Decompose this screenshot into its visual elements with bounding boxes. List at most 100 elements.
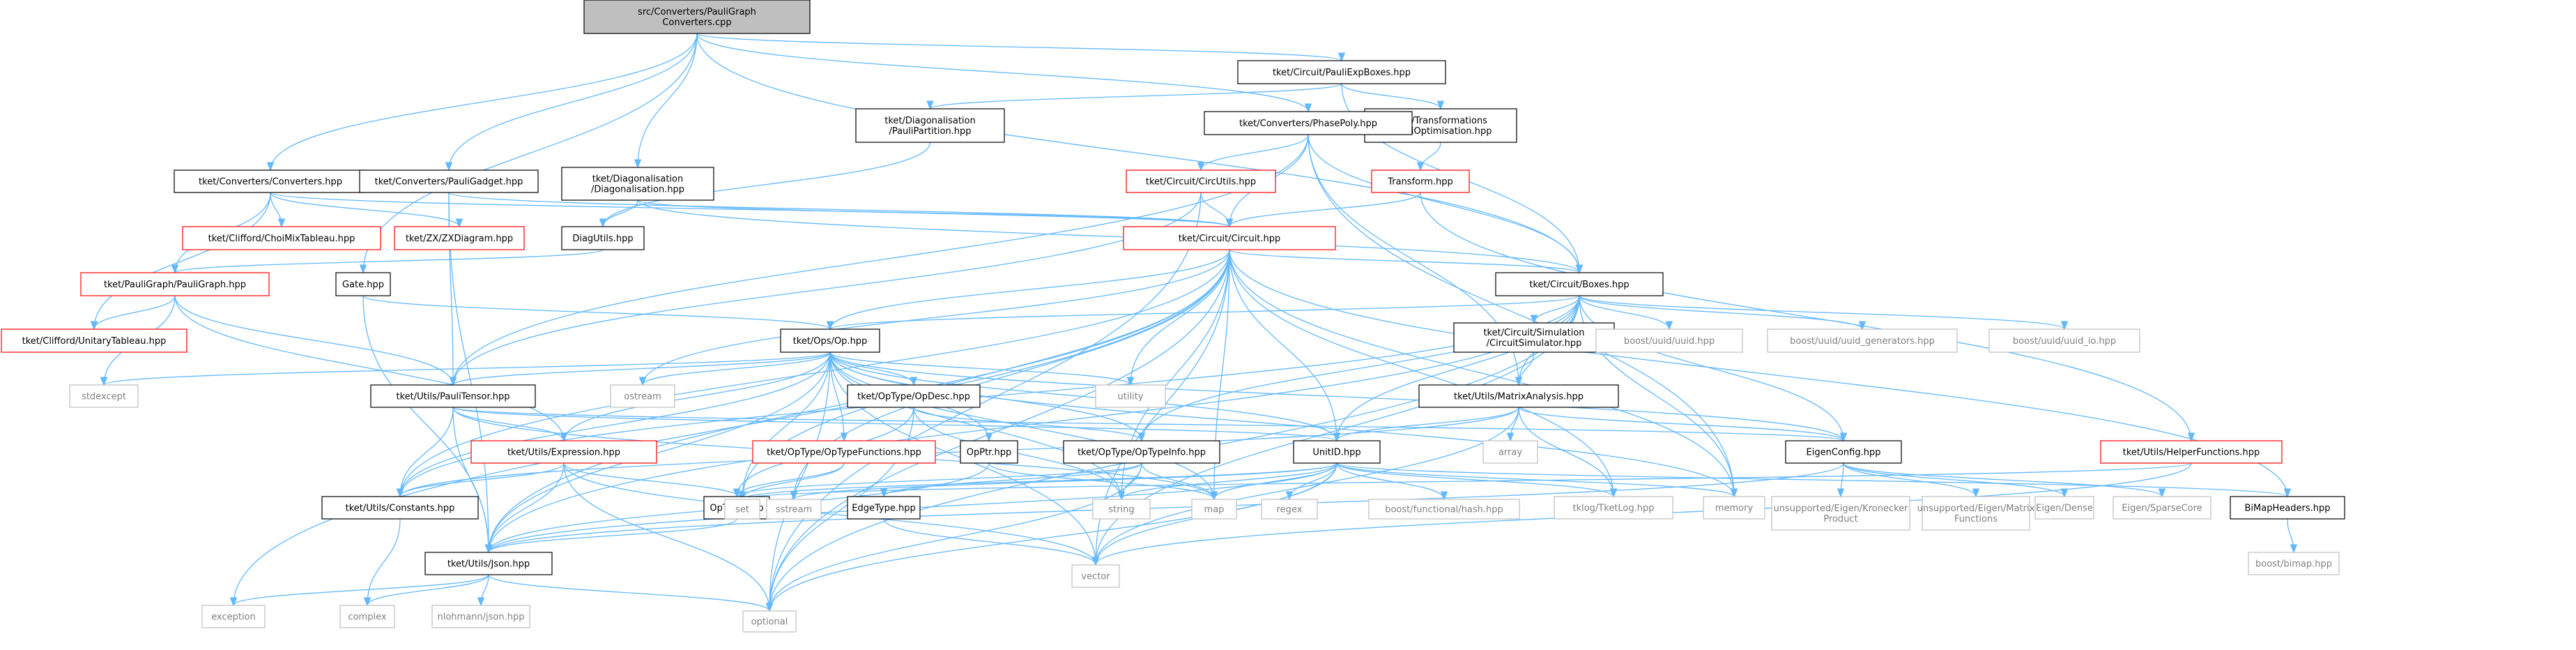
edge-unitid-to-regex xyxy=(1289,462,1337,500)
node-expression-label: tket/Utils/Expression.hpp xyxy=(507,448,620,458)
node-stdexcept[interactable]: stdexcept xyxy=(69,384,139,408)
node-optional[interactable]: optional xyxy=(742,610,797,633)
node-vector-label: vector xyxy=(1081,572,1110,582)
node-optypefunc-box xyxy=(752,440,936,464)
node-memory[interactable]: memory xyxy=(1703,496,1765,520)
node-transform[interactable]: Transform.hpp xyxy=(1371,169,1470,193)
node-constants-box xyxy=(321,496,479,520)
node-vector[interactable]: vector xyxy=(1071,564,1120,588)
edge-unitid-to-hash xyxy=(1336,462,1444,500)
edge-constants-to-complex xyxy=(367,518,401,605)
node-op[interactable]: tket/Ops/Op.hpp xyxy=(780,328,880,353)
edge-edgetype-to-vector xyxy=(883,518,1096,566)
node-array[interactable]: array xyxy=(1482,440,1538,464)
node-nlohmann[interactable]: nlohmann/json.hpp xyxy=(431,605,530,628)
node-exception[interactable]: exception xyxy=(201,605,266,628)
node-utility-label: utility xyxy=(1118,392,1144,402)
node-ostream-box xyxy=(610,384,675,408)
node-ostream[interactable]: ostream xyxy=(610,384,675,408)
node-phasepoly-box xyxy=(1204,111,1413,135)
node-pauligraph-label: tket/PauliGraph/PauliGraph.hpp xyxy=(104,280,246,290)
node-pauligraph[interactable]: tket/PauliGraph/PauliGraph.hpp xyxy=(80,272,270,296)
node-utility[interactable]: utility xyxy=(1095,384,1166,408)
edge-boxes-to-op xyxy=(830,295,1580,330)
node-unitary[interactable]: tket/Clifford/UnitaryTableau.hpp xyxy=(1,328,187,353)
node-tketlog[interactable]: tklog/TketLog.hpp xyxy=(1554,496,1673,520)
node-uuid[interactable]: boost/uuid/uuid.hpp xyxy=(1595,328,1743,353)
node-string[interactable]: string xyxy=(1092,499,1151,520)
edge-optype-to-json xyxy=(489,518,737,553)
node-bimapheaders-label: BiMapHeaders.hpp xyxy=(2245,504,2331,514)
edge-pauligraph-to-unitary xyxy=(94,295,176,330)
node-boxes[interactable]: tket/Circuit/Boxes.hpp xyxy=(1495,272,1664,296)
node-circuit[interactable]: tket/Circuit/Circuit.hpp xyxy=(1123,226,1336,250)
node-constants[interactable]: tket/Utils/Constants.hpp xyxy=(321,496,479,520)
node-opptr[interactable]: OpPtr.hpp xyxy=(960,440,1018,464)
node-optypefunc[interactable]: tket/OpType/OpTypeFunctions.hpp xyxy=(752,440,936,464)
node-paulibox[interactable]: tket/Circuit/PauliExpBoxes.hpp xyxy=(1237,60,1446,84)
node-gate[interactable]: Gate.hpp xyxy=(335,272,391,296)
node-circsim[interactable]: tket/Circuit/Simulation/CircuitSimulator… xyxy=(1453,322,1615,353)
edge-matrixanalysis-to-vector xyxy=(1096,407,1519,565)
node-pauligadget[interactable]: tket/Converters/PauliGadget.hpp xyxy=(359,169,539,193)
node-uuidio[interactable]: boost/uuid/uuid_io.hpp xyxy=(1988,328,2140,353)
node-bimapheaders[interactable]: BiMapHeaders.hpp xyxy=(2230,496,2345,520)
node-phasepoly[interactable]: tket/Converters/PhasePoly.hpp xyxy=(1204,111,1413,135)
node-zxdiagram-label: tket/ZX/ZXDiagram.hpp xyxy=(406,234,513,244)
node-string-box xyxy=(1092,499,1151,520)
node-partition[interactable]: tket/Diagonalisation/PauliPartition.hpp xyxy=(855,108,1005,143)
node-unitid[interactable]: UnitID.hpp xyxy=(1293,440,1381,464)
node-dense[interactable]: Eigen/Dense xyxy=(2034,496,2094,520)
edge-root-to-paulibox xyxy=(696,33,1342,61)
node-string-label: string xyxy=(1108,505,1134,515)
node-choimix[interactable]: tket/Clifford/ChoiMixTableau.hpp xyxy=(182,226,381,250)
node-edgetype[interactable]: EdgeType.hpp xyxy=(847,496,921,520)
node-uuidgen-label: boost/uuid/uuid_generators.hpp xyxy=(1790,336,1935,347)
node-converters-box xyxy=(174,169,367,193)
edge-converters-to-unitary xyxy=(94,192,271,329)
node-complex[interactable]: complex xyxy=(339,605,395,628)
node-op-label: tket/Ops/Op.hpp xyxy=(793,336,868,347)
node-regex[interactable]: regex xyxy=(1261,499,1318,520)
node-paulitensor[interactable]: tket/Utils/PauliTensor.hpp xyxy=(370,384,536,408)
node-map[interactable]: map xyxy=(1191,499,1237,520)
edge-root-to-boxes xyxy=(696,33,1579,273)
node-diagonal[interactable]: tket/Diagonalisation/Diagonalisation.hpp xyxy=(561,167,714,201)
node-diagutils[interactable]: DiagUtils.hpp xyxy=(561,226,645,250)
node-sstream[interactable]: sstream xyxy=(766,499,822,520)
edge-op-to-memory xyxy=(829,352,1734,497)
node-json-label: tket/Utils/Json.hpp xyxy=(447,559,530,570)
node-diagonal-label: /Diagonalisation.hpp xyxy=(591,185,684,195)
node-opdesc[interactable]: tket/OpType/OpDesc.hpp xyxy=(847,384,981,408)
node-optypeinfo[interactable]: tket/OpType/OpTypeInfo.hpp xyxy=(1063,440,1220,464)
edge-bimapheaders-to-bimap xyxy=(2287,518,2294,552)
node-json[interactable]: tket/Utils/Json.hpp xyxy=(424,552,553,575)
node-circsim-label: /CircuitSimulator.hpp xyxy=(1487,338,1582,349)
node-gate-label: Gate.hpp xyxy=(342,280,384,290)
node-expression[interactable]: tket/Utils/Expression.hpp xyxy=(470,440,657,464)
edge-op-to-stdexcept xyxy=(104,352,831,386)
node-uuidio-label: boost/uuid/uuid_io.hpp xyxy=(2013,336,2116,347)
node-eigenconfig[interactable]: EigenConfig.hpp xyxy=(1785,440,1902,464)
node-zxdiagram[interactable]: tket/ZX/ZXDiagram.hpp xyxy=(394,226,525,250)
node-helperfunc[interactable]: tket/Utils/HelperFunctions.hpp xyxy=(2100,440,2283,464)
node-set[interactable]: set xyxy=(724,499,760,520)
node-regex-box xyxy=(1261,499,1318,520)
node-hash[interactable]: boost/functional/hash.hpp xyxy=(1368,499,1520,520)
node-sstream-label: sstream xyxy=(776,505,812,515)
node-circutils[interactable]: tket/Circuit/CircUtils.hpp xyxy=(1126,169,1276,193)
node-matrixanalysis[interactable]: tket/Utils/MatrixAnalysis.hpp xyxy=(1418,384,1619,408)
node-converters[interactable]: tket/Converters/Converters.hpp xyxy=(174,169,367,193)
node-bimap[interactable]: boost/bimap.hpp xyxy=(2248,552,2340,575)
node-matrixanalysis-label: tket/Utils/MatrixAnalysis.hpp xyxy=(1454,392,1584,402)
node-sparse[interactable]: Eigen/SparseCore xyxy=(2113,496,2211,520)
node-uuidgen[interactable]: boost/uuid/uuid_generators.hpp xyxy=(1767,328,1958,353)
edge-op-to-paulitensor xyxy=(453,352,831,386)
edge-circuit-to-ostream xyxy=(643,249,1230,385)
node-pauligraph-box xyxy=(80,272,270,296)
node-choimix-box xyxy=(182,226,381,250)
edge-circuit-to-exception xyxy=(233,249,1230,605)
